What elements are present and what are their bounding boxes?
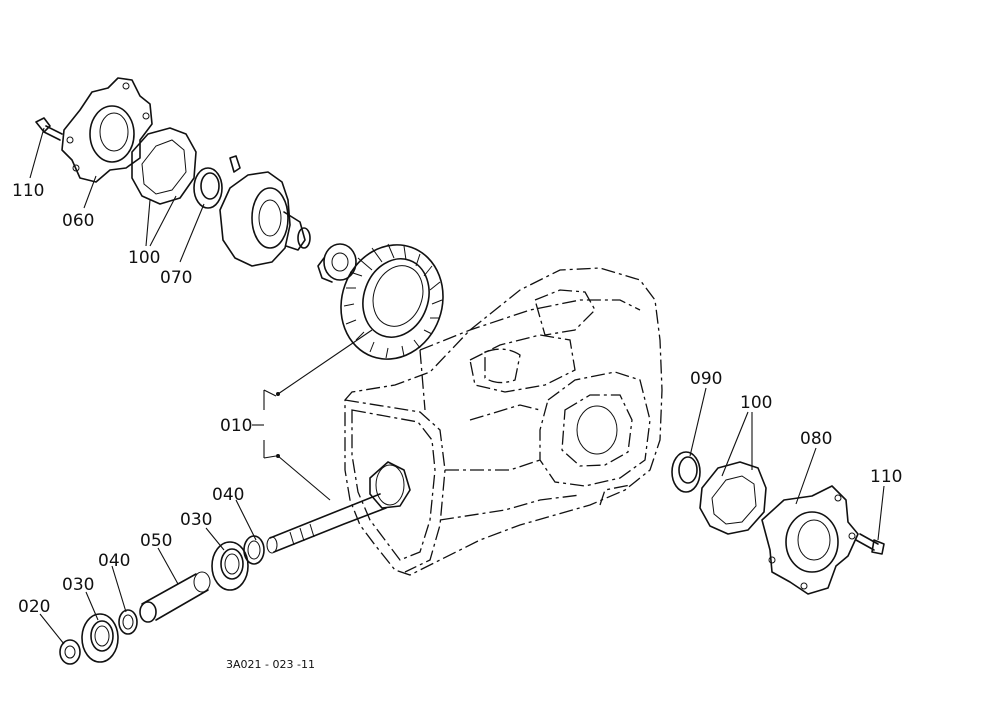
transmission-case <box>344 267 663 576</box>
callout-040-lower: 040 <box>98 551 130 571</box>
callout-110-left: 110 <box>12 181 44 201</box>
drawing-code: 3A021 - 023 -11 <box>226 658 315 671</box>
callout-060: 060 <box>62 211 94 231</box>
bolt-110-right <box>855 533 885 555</box>
bearing-housing-060 <box>61 77 153 183</box>
callout-090: 090 <box>690 369 722 389</box>
differential-carrier <box>219 155 357 283</box>
pinion-shaft <box>266 461 411 554</box>
shim-100-right <box>699 461 767 535</box>
bearing-housing-080 <box>761 485 859 595</box>
callout-labels: 110 060 100 070 010 040 030 050 040 030 … <box>12 181 902 617</box>
callout-030-upper: 030 <box>180 510 212 530</box>
shim-100-left <box>131 127 197 205</box>
callout-110-right: 110 <box>870 467 902 487</box>
callout-020: 020 <box>18 597 50 617</box>
callout-070: 070 <box>160 268 192 288</box>
callout-030-lower: 030 <box>62 575 94 595</box>
leader-lines <box>29 127 885 645</box>
callout-080: 080 <box>800 429 832 449</box>
callout-050: 050 <box>140 531 172 551</box>
bearing-030-lower <box>81 613 119 663</box>
bevel-ring-gear <box>340 243 444 360</box>
callout-100-right: 100 <box>740 393 772 413</box>
callout-100-left: 100 <box>128 248 160 268</box>
spacer-050 <box>139 571 211 623</box>
collar-040-lower <box>118 609 138 635</box>
callout-010: 010 <box>220 416 252 436</box>
nut-020 <box>59 639 81 665</box>
bolt-110-left <box>35 117 63 141</box>
callout-040-upper: 040 <box>212 485 244 505</box>
seal-090 <box>671 451 701 493</box>
bearing-030-upper <box>211 541 249 591</box>
seal-070 <box>193 167 223 209</box>
